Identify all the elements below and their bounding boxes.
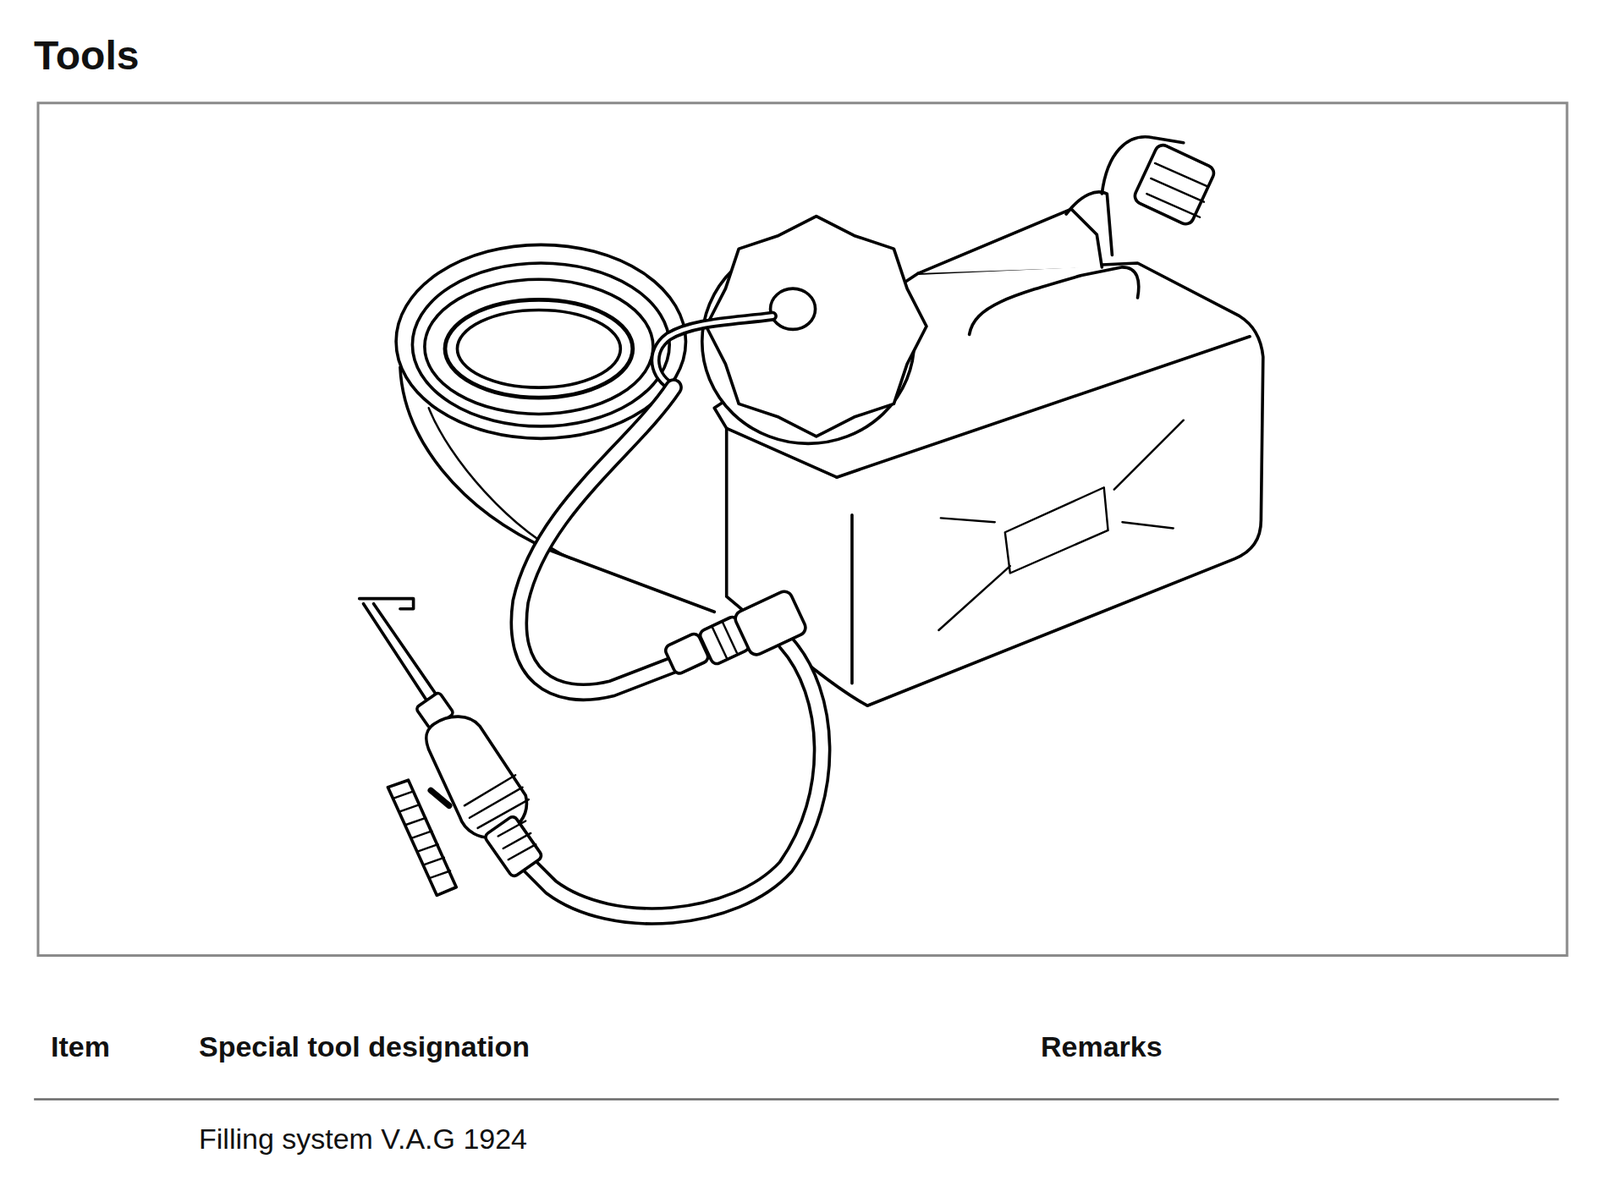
hose	[518, 387, 822, 917]
column-header: Special tool designation	[198, 1029, 530, 1065]
hose-coil	[395, 244, 715, 612]
illustration-frame	[38, 103, 1568, 957]
filler-cap	[655, 216, 927, 445]
table-cell: Filling system V.A.G 1924	[198, 1121, 528, 1157]
table-rule	[33, 1098, 1559, 1100]
column-header: Remarks	[1040, 1029, 1163, 1065]
hose-coupling	[663, 588, 809, 676]
column-header: Item	[50, 1029, 110, 1065]
page-title: Tools	[33, 31, 139, 81]
filling-nozzle	[359, 599, 544, 897]
